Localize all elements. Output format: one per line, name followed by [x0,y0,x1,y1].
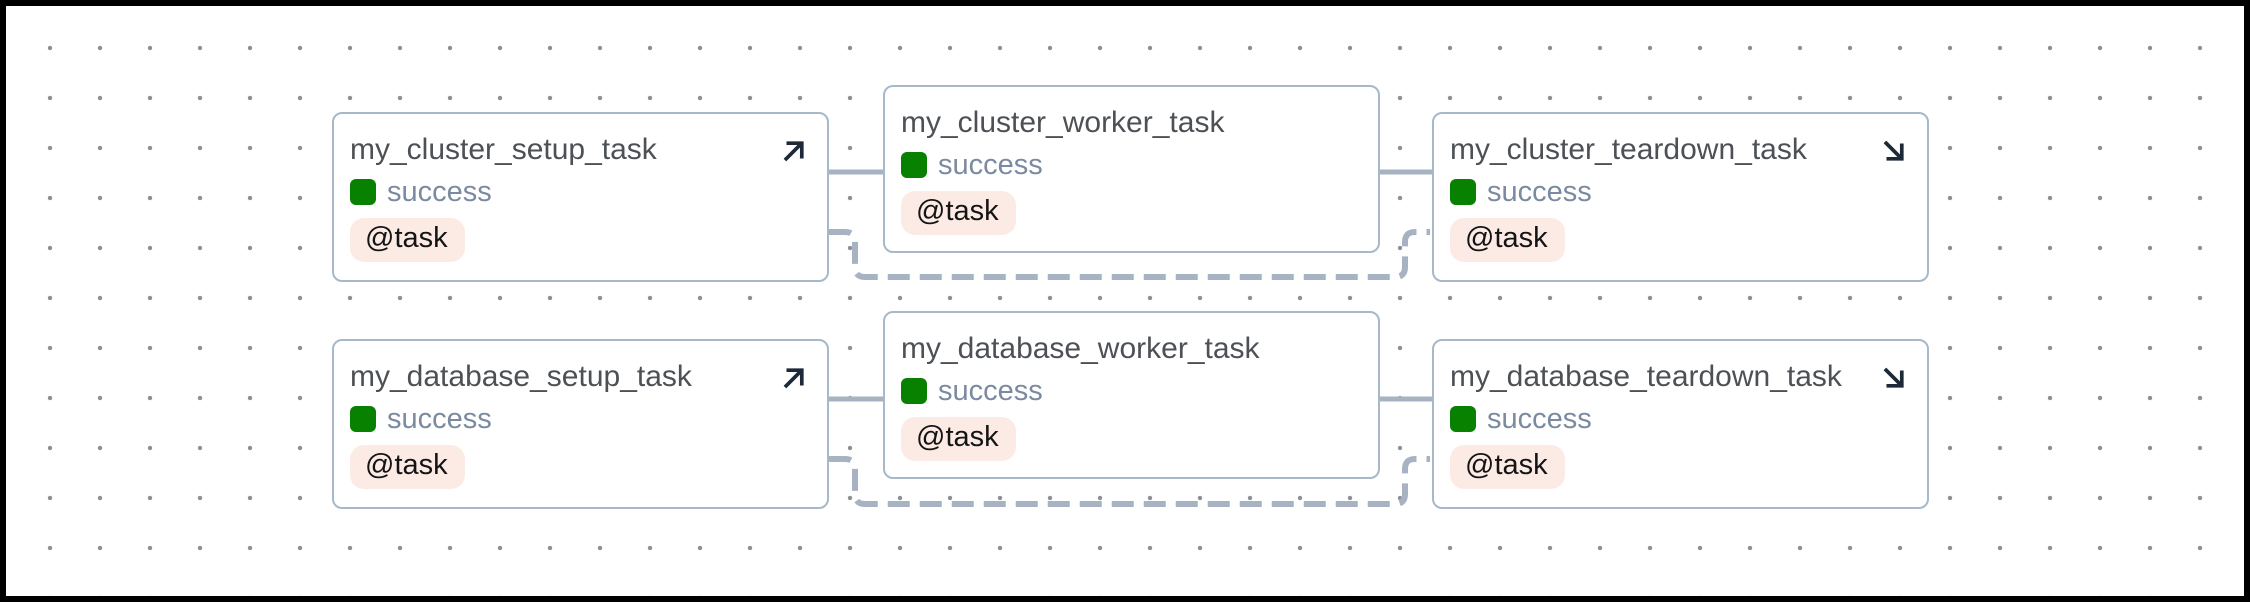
task-decorator-badge: @task [350,218,465,262]
task-node-my-database-teardown-task[interactable]: my_database_teardown_task success @task [1432,339,1929,509]
task-name: my_database_setup_task [350,360,692,393]
setup-arrow-up-right-icon [777,361,811,395]
task-node-my-database-setup-task[interactable]: my_database_setup_task success @task [332,339,829,509]
status-label: success [1487,402,1592,435]
success-status-icon [1450,406,1476,432]
task-status: success [901,148,1364,181]
task-node-my-cluster-setup-task[interactable]: my_cluster_setup_task success @task [332,112,829,282]
task-node-my-database-worker-task[interactable]: my_database_worker_task success @task [883,311,1380,479]
status-label: success [938,374,1043,407]
task-decorator-badge: @task [350,445,465,489]
status-label: success [1487,175,1592,208]
success-status-icon [901,378,927,404]
task-status: success [1450,175,1913,208]
task-decorator-badge: @task [901,417,1016,461]
task-name: my_cluster_worker_task [901,106,1225,139]
success-status-icon [901,152,927,178]
success-status-icon [350,406,376,432]
task-name: my_cluster_setup_task [350,133,657,166]
teardown-arrow-down-right-icon [1877,134,1911,168]
status-label: success [938,148,1043,181]
success-status-icon [350,179,376,205]
task-status: success [350,402,813,435]
teardown-arrow-down-right-icon [1877,361,1911,395]
task-status: success [901,374,1364,407]
task-name: my_cluster_teardown_task [1450,133,1807,166]
status-label: success [387,402,492,435]
task-decorator-badge: @task [901,191,1016,235]
task-status: success [350,175,813,208]
task-name: my_database_worker_task [901,332,1260,365]
task-name: my_database_teardown_task [1450,360,1842,393]
task-node-my-cluster-teardown-task[interactable]: my_cluster_teardown_task success @task [1432,112,1929,282]
setup-arrow-up-right-icon [777,134,811,168]
status-label: success [387,175,492,208]
task-decorator-badge: @task [1450,218,1565,262]
task-node-my-cluster-worker-task[interactable]: my_cluster_worker_task success @task [883,85,1380,253]
task-decorator-badge: @task [1450,445,1565,489]
success-status-icon [1450,179,1476,205]
task-status: success [1450,402,1913,435]
